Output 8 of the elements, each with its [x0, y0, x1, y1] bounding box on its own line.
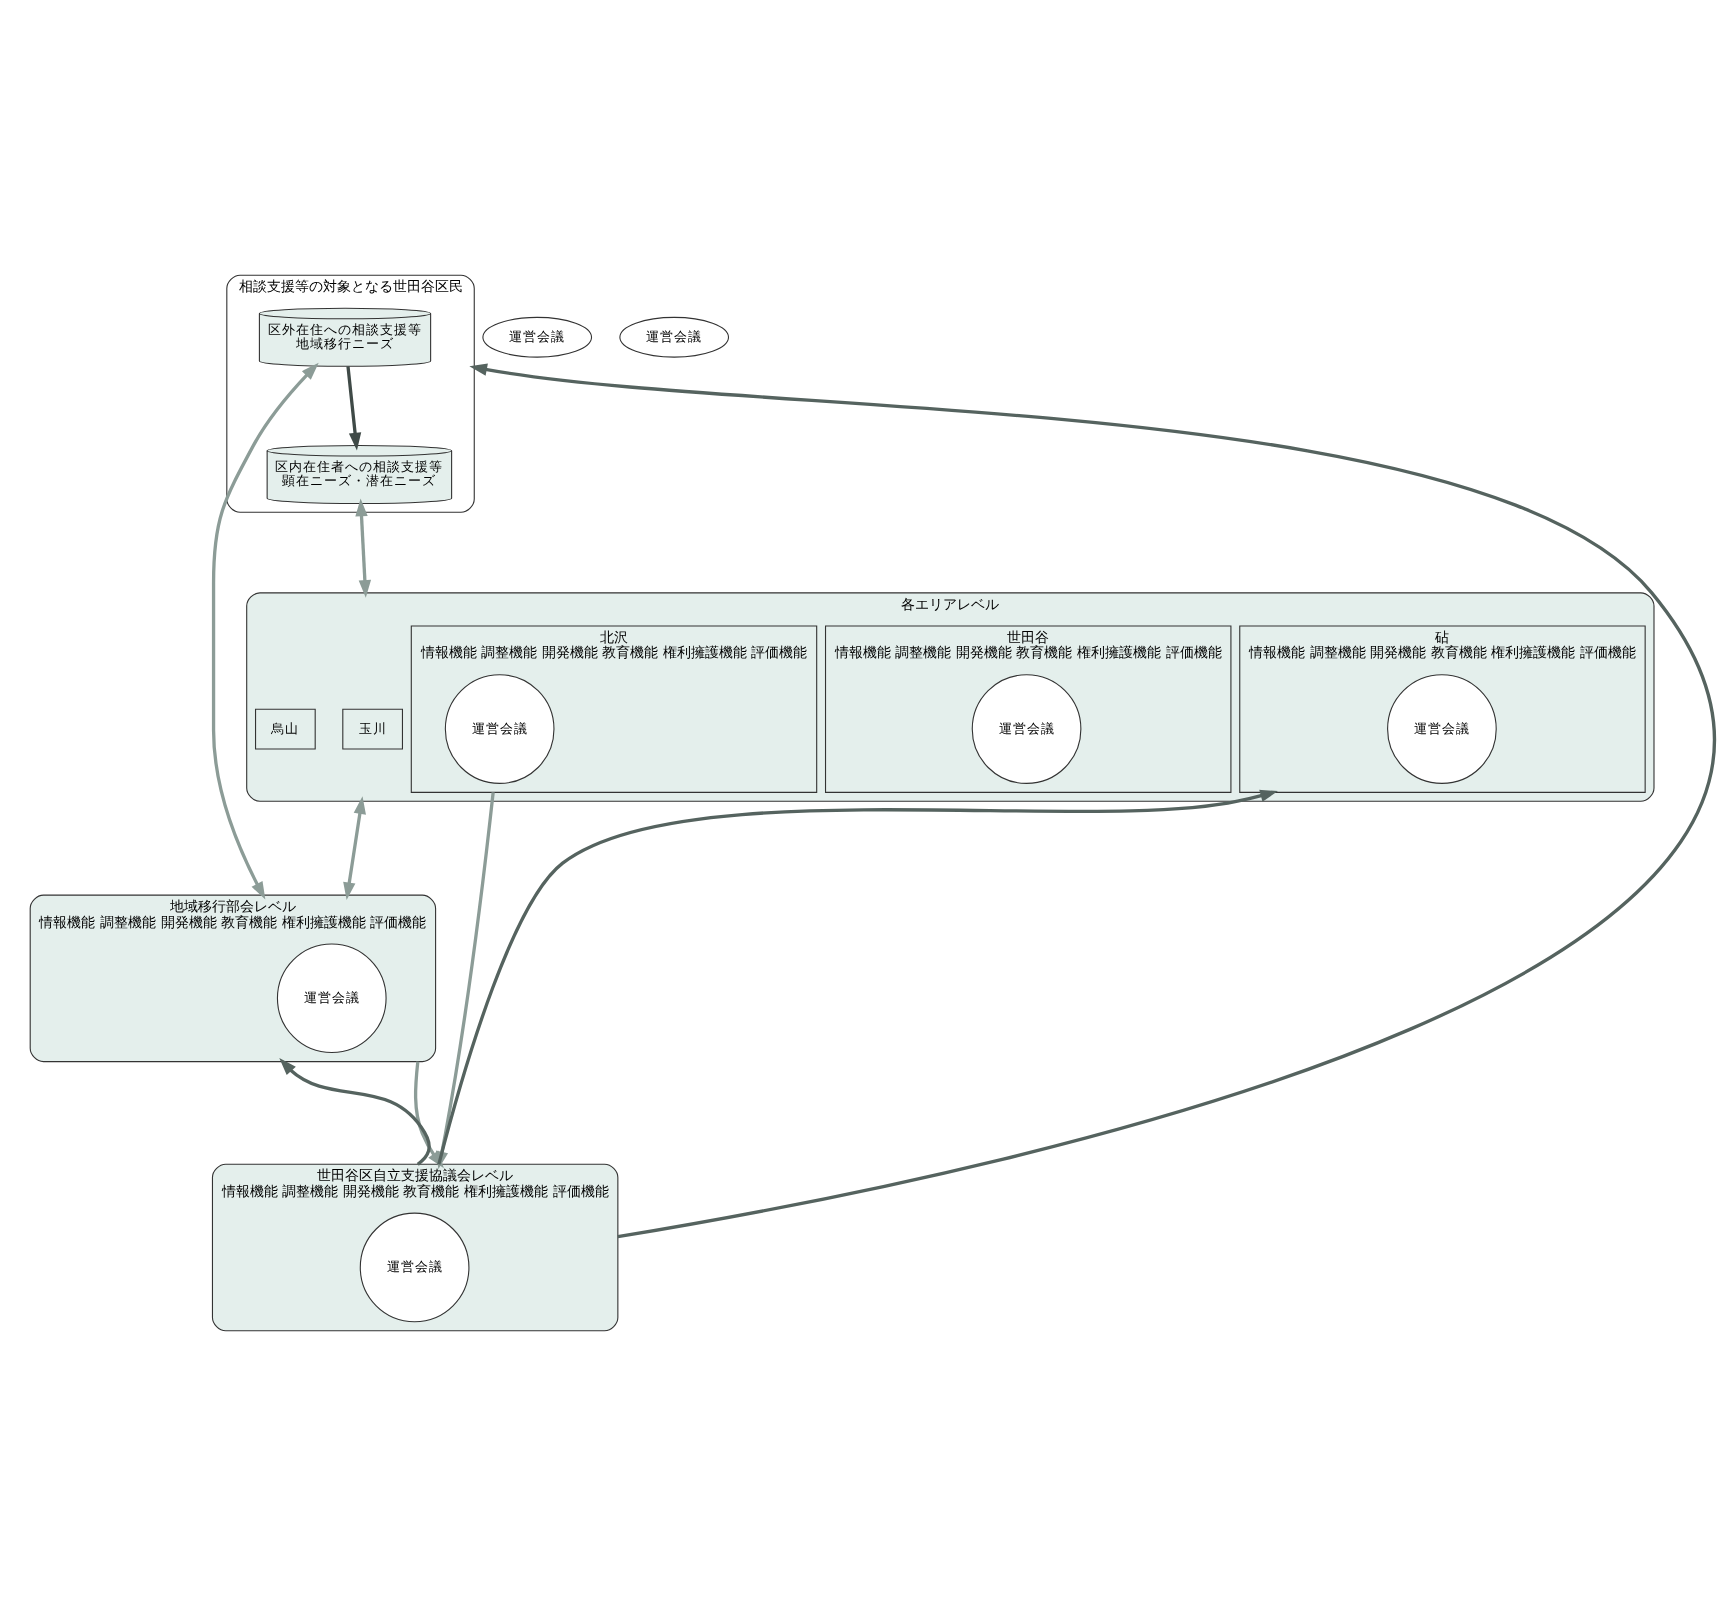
arrow	[413, 1060, 444, 1168]
arrow	[437, 788, 1278, 1164]
arrow	[343, 795, 366, 900]
arrow	[211, 361, 319, 899]
arrow	[355, 497, 372, 597]
arrow	[346, 365, 362, 450]
arrow	[279, 1056, 431, 1165]
arrow	[469, 362, 1714, 1238]
